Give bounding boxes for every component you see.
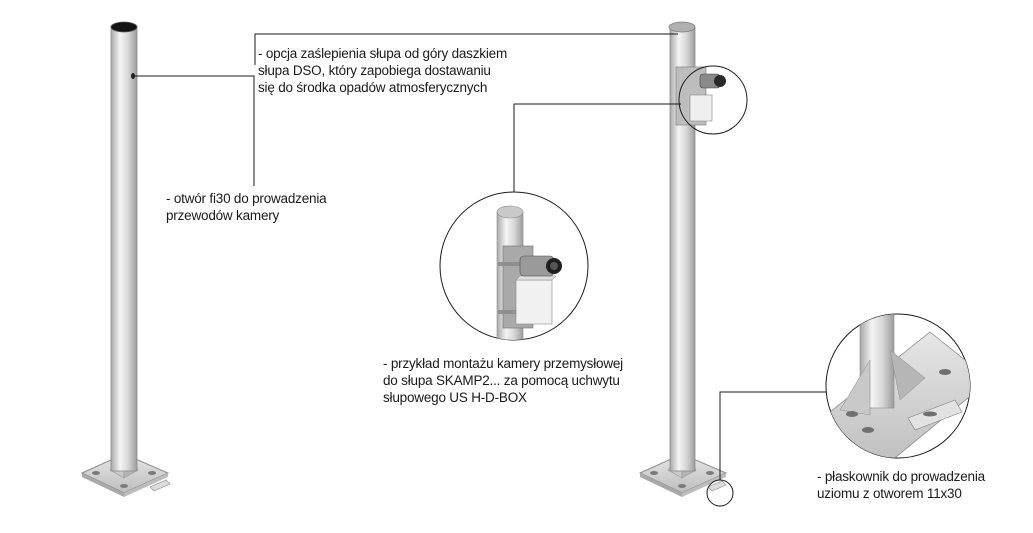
leader-cap — [254, 33, 678, 65]
right-pole-camera-bracket — [675, 66, 726, 126]
annotation-cable-hole-line-2: przewodów kamery — [166, 208, 280, 223]
annotation-flat-bar: - płaskownik do prowadzenia uziomu z otw… — [817, 468, 985, 502]
annotation-top-cap-line-3: się do środka opadów atmosferycznych — [258, 80, 488, 95]
leader-flat — [719, 391, 826, 480]
annotation-flat-bar-line-2: uziomu z otworem 11x30 — [817, 486, 962, 501]
annotation-camera-mount: - przykład montażu kamery przemysłowej d… — [383, 355, 623, 406]
annotation-top-cap-line-2: słupa DSO, który zapobiega dostawaniu — [258, 63, 491, 78]
annotation-camera-mount-line-1: - przykład montażu kamery przemysłowej — [383, 356, 623, 371]
left-pole-tube — [110, 26, 138, 472]
annotation-top-cap: - opcja zaślepienia słupa od góry daszki… — [258, 45, 507, 96]
annotation-camera-mount-line-2: do słupa SKAMP2... za pomocą uchwytu — [383, 373, 620, 388]
right-pole — [638, 21, 728, 497]
annotation-cable-hole: - otwór fi30 do prowadzenia przewodów ka… — [166, 190, 327, 224]
annotation-top-cap-line-1: - opcja zaślepienia słupa od góry daszki… — [258, 46, 507, 61]
left-pole-open-top — [110, 21, 138, 33]
leader-hole — [133, 75, 255, 186]
left-pole — [80, 21, 171, 497]
leader-mount — [513, 103, 681, 192]
right-pole-cap — [668, 21, 696, 33]
annotation-camera-mount-line-3: słupowego US H-D-BOX — [383, 390, 527, 405]
leader-lines — [133, 33, 826, 480]
annotation-flat-bar-line-1: - płaskownik do prowadzenia — [817, 469, 985, 484]
detail-circle-camera-mount — [439, 191, 589, 341]
detail-circle-flat-bar — [825, 313, 971, 459]
annotation-cable-hole-line-1: - otwór fi30 do prowadzenia — [166, 191, 327, 206]
detail-circle-bracket-small — [678, 65, 748, 135]
